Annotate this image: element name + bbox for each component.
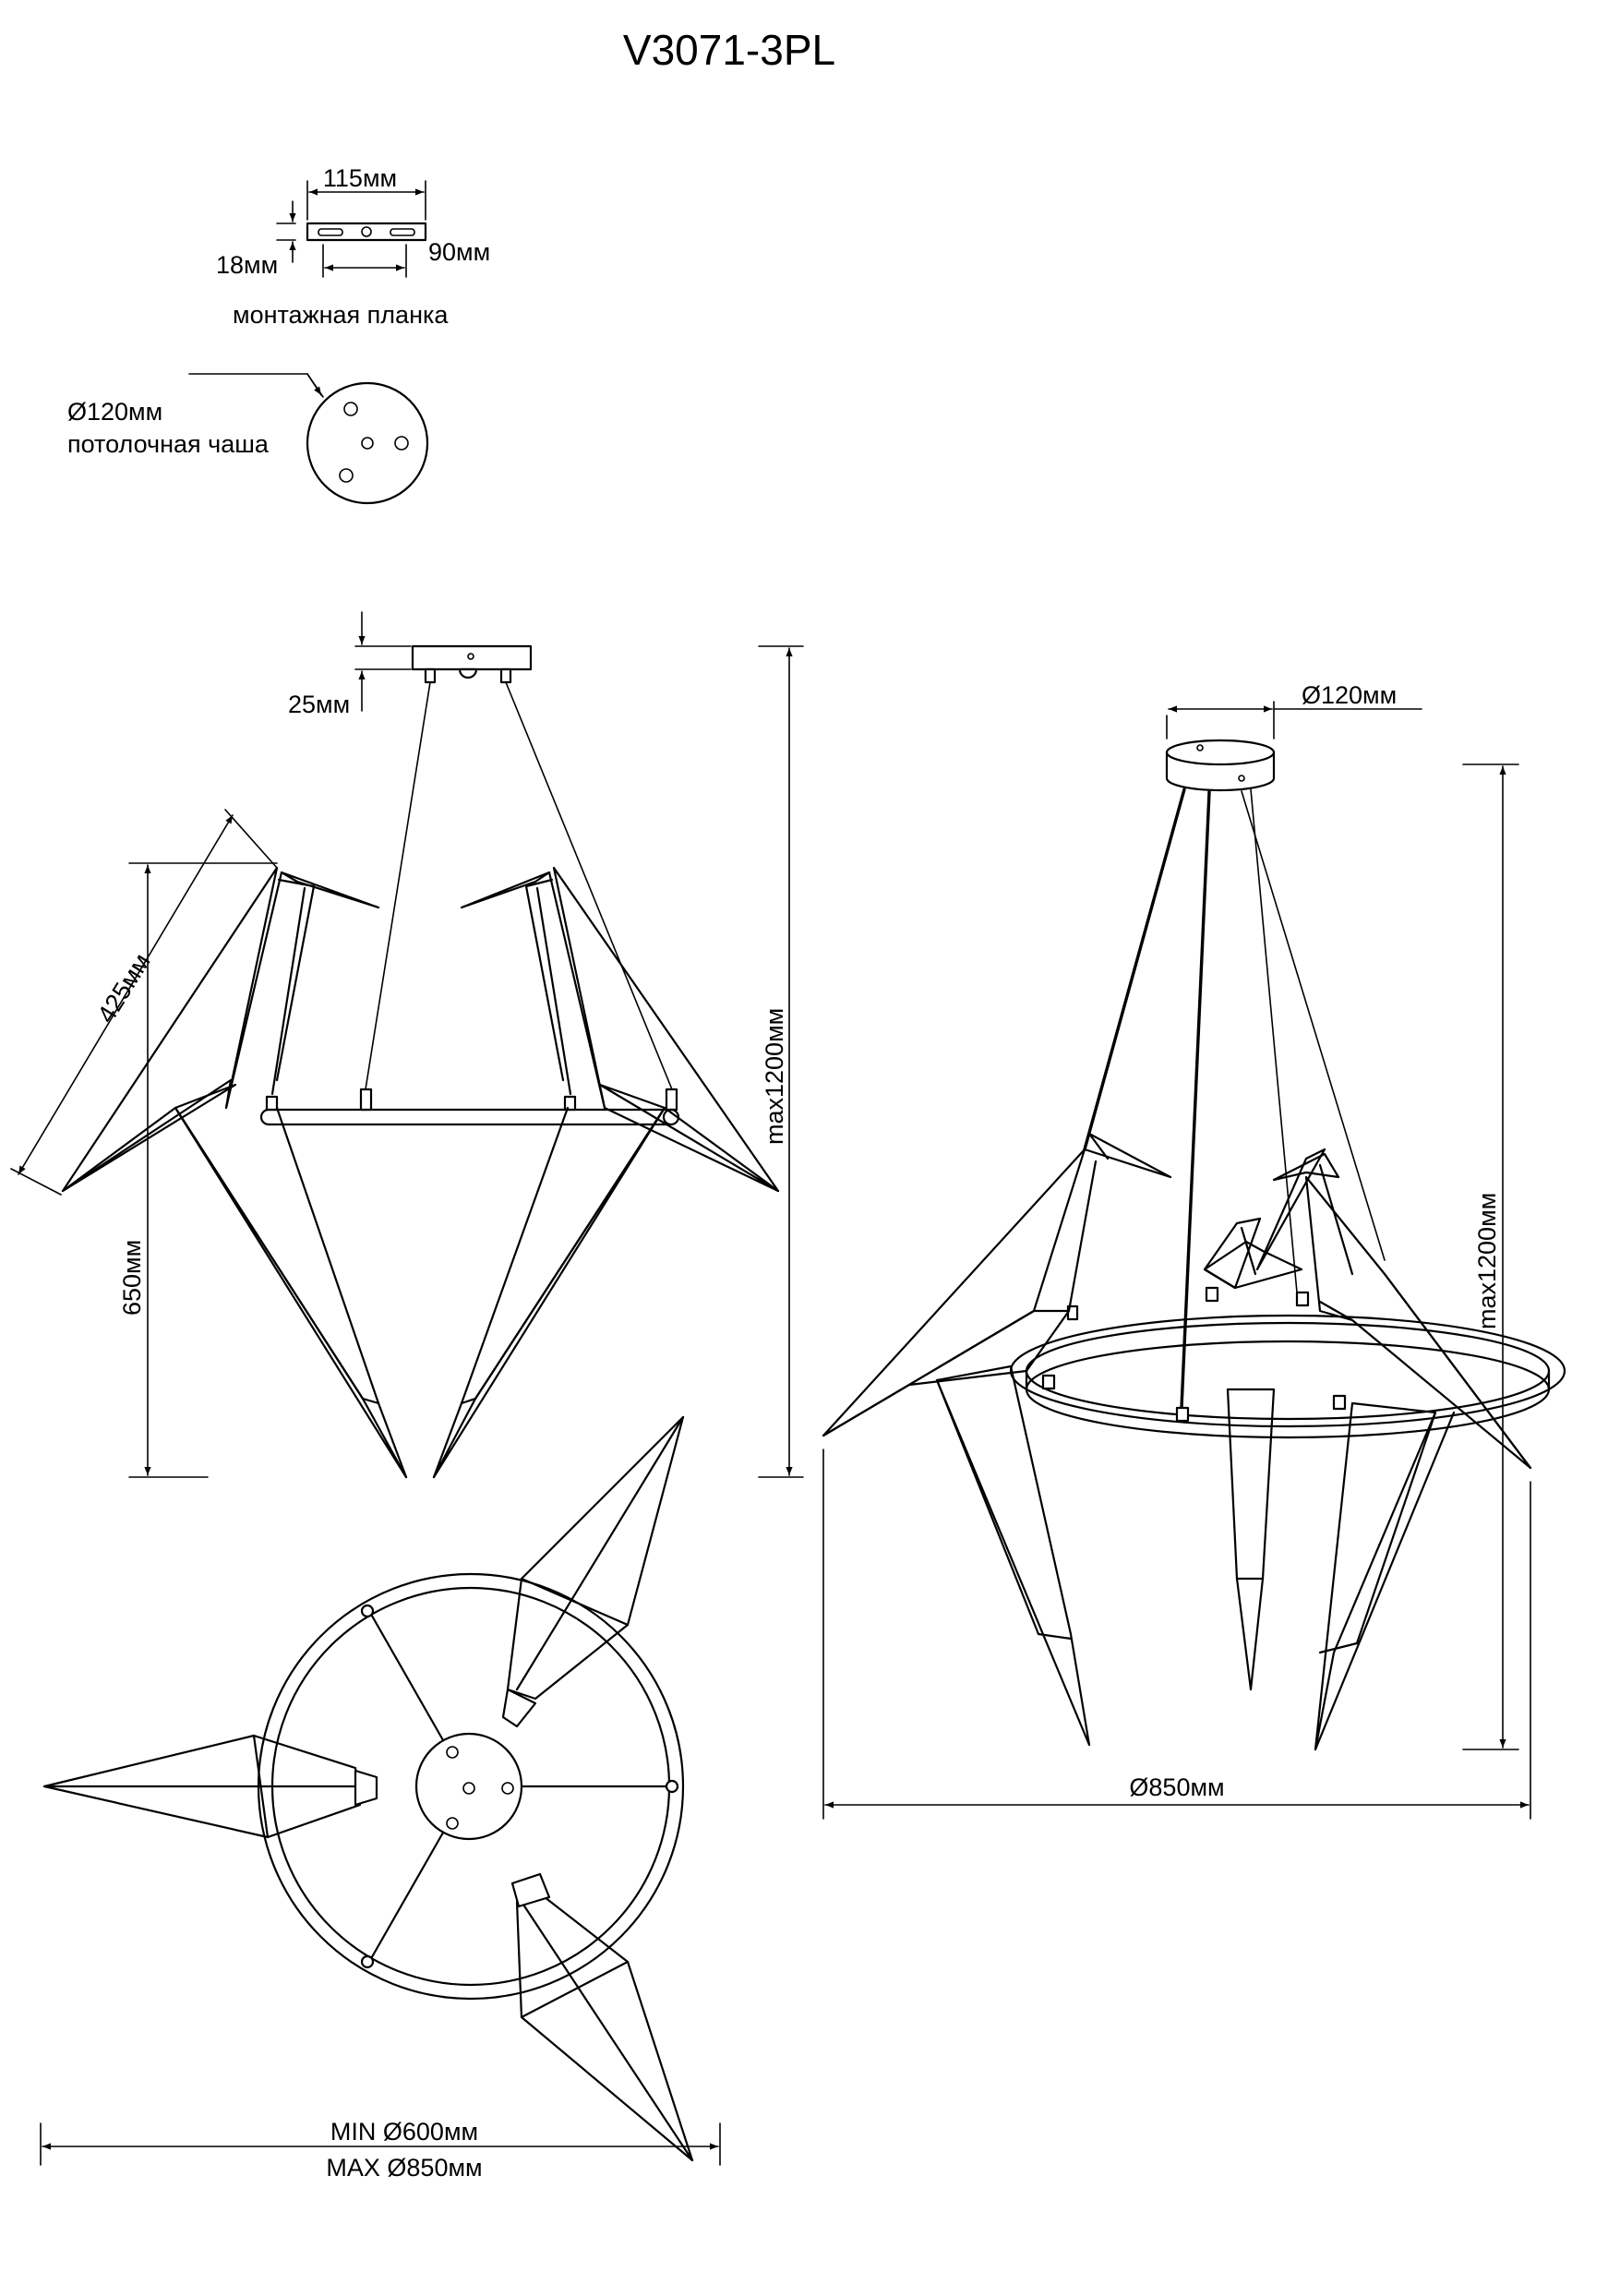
persp-overall-height-label: max1200мм: [1473, 1193, 1501, 1329]
persp-canopy-diameter-label: Ø120мм: [1302, 681, 1397, 709]
front-canopy-height-label: 25мм: [288, 691, 350, 718]
canopy-diameter-label: Ø120мм: [67, 398, 162, 426]
perspective-view-drawing: [822, 701, 1566, 1820]
front-bird-length-label: 425мм: [92, 949, 156, 1028]
mounting-plate-caption: монтажная планка: [233, 301, 449, 329]
front-drop-label: 650мм: [118, 1240, 146, 1316]
top-min-diameter-label: MIN Ø600мм: [330, 2118, 478, 2146]
mounting-plate-drawing: [276, 180, 427, 278]
front-overall-height-label: max1200мм: [761, 1008, 788, 1145]
canopy-caption: потолочная чаша: [67, 430, 270, 458]
front-view-drawing: [10, 611, 804, 1479]
canopy-drawing: [188, 373, 429, 505]
plate-slot-label: 90мм: [428, 238, 490, 266]
persp-overall-diameter-label: Ø850мм: [1129, 1773, 1224, 1801]
top-view-drawing: [40, 1415, 721, 2166]
plate-width-label: 115мм: [323, 164, 397, 192]
plate-height-label: 18мм: [216, 251, 278, 279]
model-title: V3071-3PL: [623, 26, 835, 74]
top-max-diameter-label: MAX Ø850мм: [326, 2154, 482, 2182]
